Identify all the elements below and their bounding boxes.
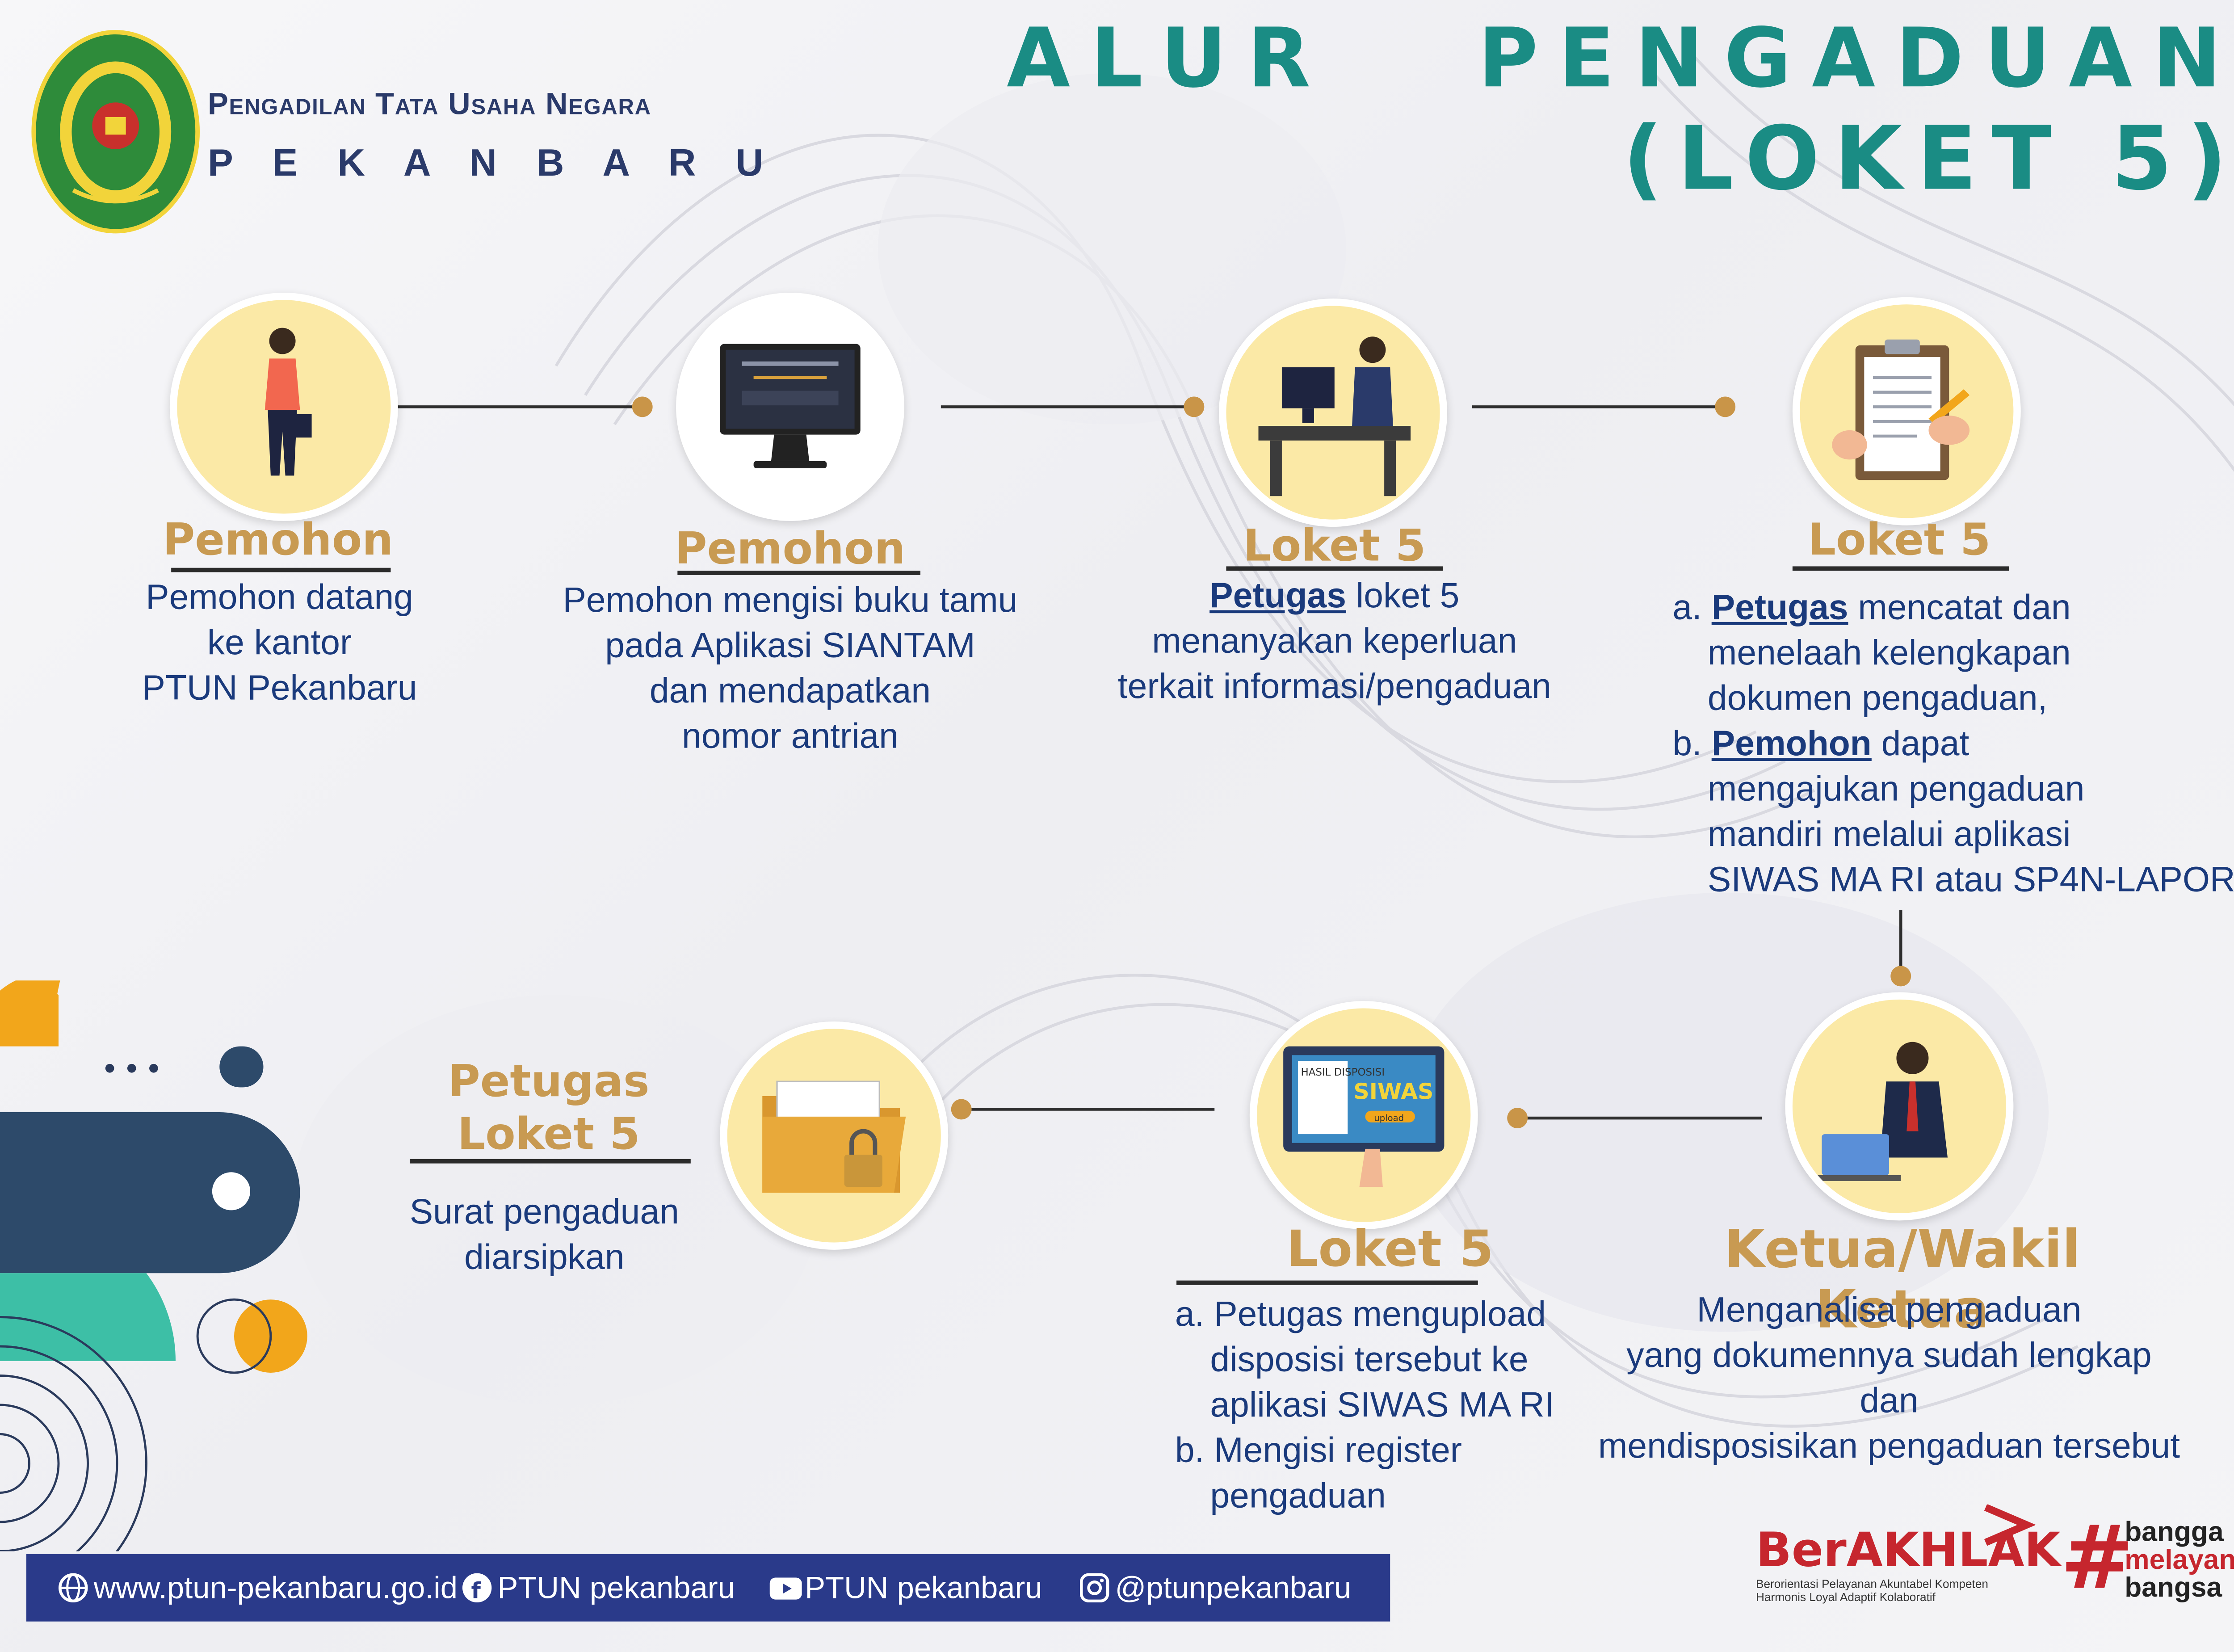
connector	[1522, 1116, 1762, 1120]
decorative-shapes	[0, 980, 307, 1551]
connector-dot	[632, 396, 653, 417]
title-underline	[677, 571, 920, 576]
title-underline	[1792, 566, 2009, 571]
siwas-screen-icon: HASIL DISPOSISI SIWAS upload	[1249, 1001, 1478, 1229]
instagram-icon	[1079, 1573, 1109, 1603]
connector-dot	[951, 1099, 972, 1120]
connector-dot	[1507, 1108, 1528, 1129]
globe-icon	[59, 1573, 88, 1603]
archive-folder-icon	[720, 1021, 949, 1250]
title-underline	[410, 1159, 691, 1164]
connector-dot	[1184, 396, 1205, 417]
step-description: a. Petugas mengupload disposisi tersebut…	[1175, 1295, 1554, 1516]
org-city: P E K A N B A R U	[208, 140, 778, 185]
step-title: Ketua/Wakil Ketua	[1724, 1220, 2080, 1341]
clipboard-icon	[1792, 297, 2021, 525]
connector	[392, 405, 641, 408]
step-title: Loket 5	[1808, 515, 1991, 567]
page-title: ALUR PENGADUAN	[1007, 12, 2234, 107]
facebook-icon: f	[462, 1573, 492, 1603]
instagram-link[interactable]: @ptunpekanbaru	[1079, 1572, 1351, 1607]
title-underline	[1226, 566, 1443, 571]
org-name: Pengadilan Tata Usaha Negara	[208, 88, 651, 122]
step-title: Pemohon	[675, 524, 906, 576]
youtube-link[interactable]: PTUN pekanbaru	[769, 1572, 1042, 1607]
step-title: Loket 5	[1286, 1220, 1494, 1279]
connector	[966, 1108, 1215, 1111]
person-icon	[169, 293, 398, 521]
svg-text:f: f	[471, 1577, 481, 1602]
manager-laptop-icon	[1785, 992, 2014, 1221]
connector	[1472, 405, 1721, 408]
court-logo	[31, 30, 200, 234]
connector	[1899, 910, 1902, 969]
bangga-melayani-bangsa-logo: # bangga melayani bangsa	[2060, 1507, 2234, 1610]
title-underline	[171, 567, 391, 572]
desk-worker-icon	[1219, 298, 1447, 527]
step-title: Pemohon	[163, 515, 394, 567]
screen-doc-label: HASIL DISPOSISI	[1301, 1067, 1385, 1078]
youtube-icon	[769, 1573, 802, 1603]
screen-upload-button: upload	[1374, 1113, 1404, 1123]
connector	[941, 405, 1190, 408]
connector-dot	[1890, 966, 1911, 987]
screen-siwas-label: SIWAS	[1353, 1079, 1433, 1105]
page-subtitle: (LOKET 5)	[1622, 108, 2234, 211]
berakhlak-chevron-icon	[1984, 1504, 2036, 1546]
website-link[interactable]: www.ptun-pekanbaru.go.id	[59, 1572, 458, 1607]
step-description: a. Petugas mencatat dan menelaah kelengk…	[1672, 588, 2234, 900]
monitor-icon	[676, 293, 904, 521]
title-underline	[1176, 1280, 1478, 1285]
connector-dot	[1715, 396, 1736, 417]
step-title: Loket 5	[1243, 521, 1426, 572]
